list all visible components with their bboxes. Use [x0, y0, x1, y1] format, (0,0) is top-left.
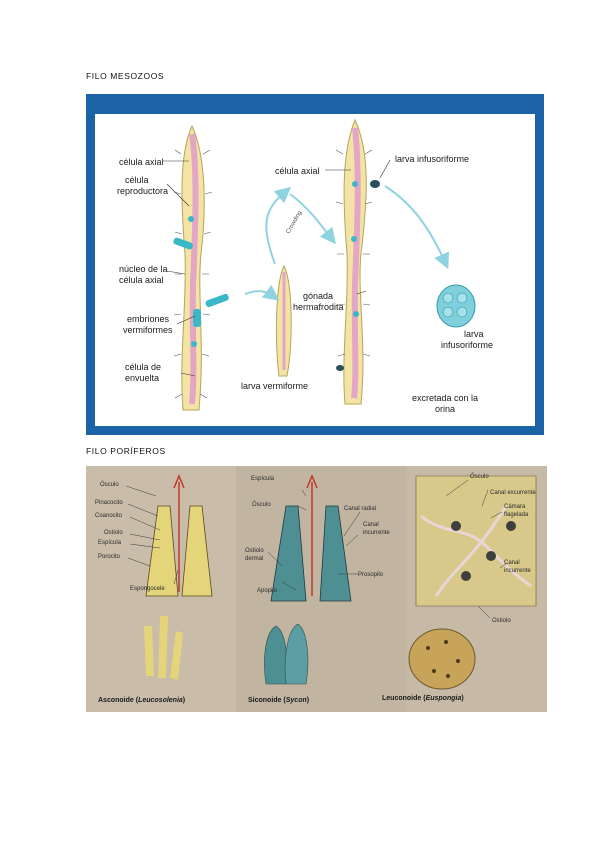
label-celula-reproductora-2: reproductora: [117, 186, 168, 196]
label-apopilo: Apopilo: [257, 588, 278, 594]
porifera-illustration: Ósculo Pinacocito Coanocito Ostiolo Espí…: [86, 466, 547, 712]
label-celula-reproductora-1: célula: [125, 175, 149, 185]
label-canal-radial: Canal radial: [344, 506, 376, 512]
label-envuelta-2: envuelta: [125, 373, 159, 383]
arrow-to-infusoriforme: [384, 185, 449, 270]
label-nucleo-2: célula axial: [119, 275, 164, 285]
caption-siconoide: Siconoide (Sycon): [248, 697, 309, 704]
label-nucleo-1: núcleo de la: [119, 264, 168, 274]
label-osculo-3: Ósculo: [470, 473, 489, 480]
asconoid-diagram: [145, 474, 213, 597]
label-envuelta-1: célula de: [125, 362, 161, 372]
label-larva-infusoriforme-1: larva: [464, 329, 484, 339]
heading-filo-mesozoos: FILO MESOZOOS: [86, 71, 165, 81]
arrow-up-left: [265, 186, 292, 265]
label-porocito: Porocito: [98, 554, 121, 560]
arrow-down-right: [289, 193, 336, 245]
euspongia-specimen: [408, 628, 476, 690]
label-larva-infusoriforme-top: larva infusoriforme: [395, 154, 469, 164]
label-canal-incurrente-1: Canal: [363, 522, 379, 528]
adult-vermiform-right: [335, 118, 380, 405]
label-canal-incurrente-3: Canal: [504, 560, 520, 566]
label-embriones-2: vermiformes: [123, 325, 173, 335]
label-embriones-1: embriones: [127, 314, 170, 324]
label-canal-excurrente: Canal excurrente: [490, 490, 536, 496]
heading-filo-poriferos: FILO PORÍFEROS: [86, 446, 166, 456]
label-espicula-2: Espícula: [251, 476, 275, 482]
larva-infusoriforme-detail: [436, 284, 476, 328]
label-prosopilo: Prosopilo: [358, 572, 384, 578]
label-osculo-2: Ósculo: [252, 501, 271, 508]
label-excretada-1: excretada con la: [412, 393, 478, 403]
label-celula-axial-left: célula axial: [119, 157, 164, 167]
leucosolenia-specimen: [144, 616, 183, 680]
label-larva-vermiforme: larva vermiforme: [241, 381, 308, 391]
label-celula-axial-right: célula axial: [275, 166, 320, 176]
label-coanocito: Coanocito: [95, 513, 123, 519]
mesozoa-illustration: célula axial célula reproductora núcleo …: [117, 118, 493, 414]
label-crowding: Crowding: [286, 210, 304, 235]
label-ostiolo: Ostiolo: [104, 530, 123, 536]
larva-vermiforme-small: [275, 264, 292, 377]
label-canal-incurrente-4: incurrente: [504, 568, 531, 574]
porifera-figure: Ósculo Pinacocito Coanocito Ostiolo Espí…: [86, 466, 547, 712]
label-canal-incurrente-2: incurrente: [363, 530, 390, 536]
arrow-to-larva: [244, 284, 280, 301]
label-larva-infusoriforme-2: infusoriforme: [441, 340, 493, 350]
caption-asconoide: Asconoide (Leucosolenia): [98, 697, 185, 704]
label-espicula: Espícula: [98, 540, 122, 546]
label-espongocele: Espongocele: [130, 586, 165, 592]
label-camara-flagelada-1: Cámara: [504, 504, 526, 510]
label-pinacocito: Pinacocito: [95, 500, 123, 506]
mesozoa-figure: célula axial célula reproductora núcleo …: [86, 94, 544, 435]
sycon-specimen: [264, 623, 309, 685]
leuconoid-section: [415, 475, 537, 607]
label-ostiolo-dermal-1: Ostiolo: [245, 548, 264, 554]
label-osculo: Ósculo: [100, 481, 119, 488]
caption-leuconoide: Leuconoide (Euspongia): [382, 695, 464, 702]
label-ostiolo-3: Ostiolo: [492, 618, 511, 624]
label-gonada-2: hermafrodita: [293, 302, 344, 312]
label-excretada-2: orina: [435, 404, 455, 414]
adult-vermiform-left: [173, 124, 229, 411]
label-camara-flagelada-2: flagelada: [504, 512, 529, 518]
label-ostiolo-dermal-2: dermal: [245, 556, 263, 562]
label-gonada-1: gónada: [303, 291, 333, 301]
